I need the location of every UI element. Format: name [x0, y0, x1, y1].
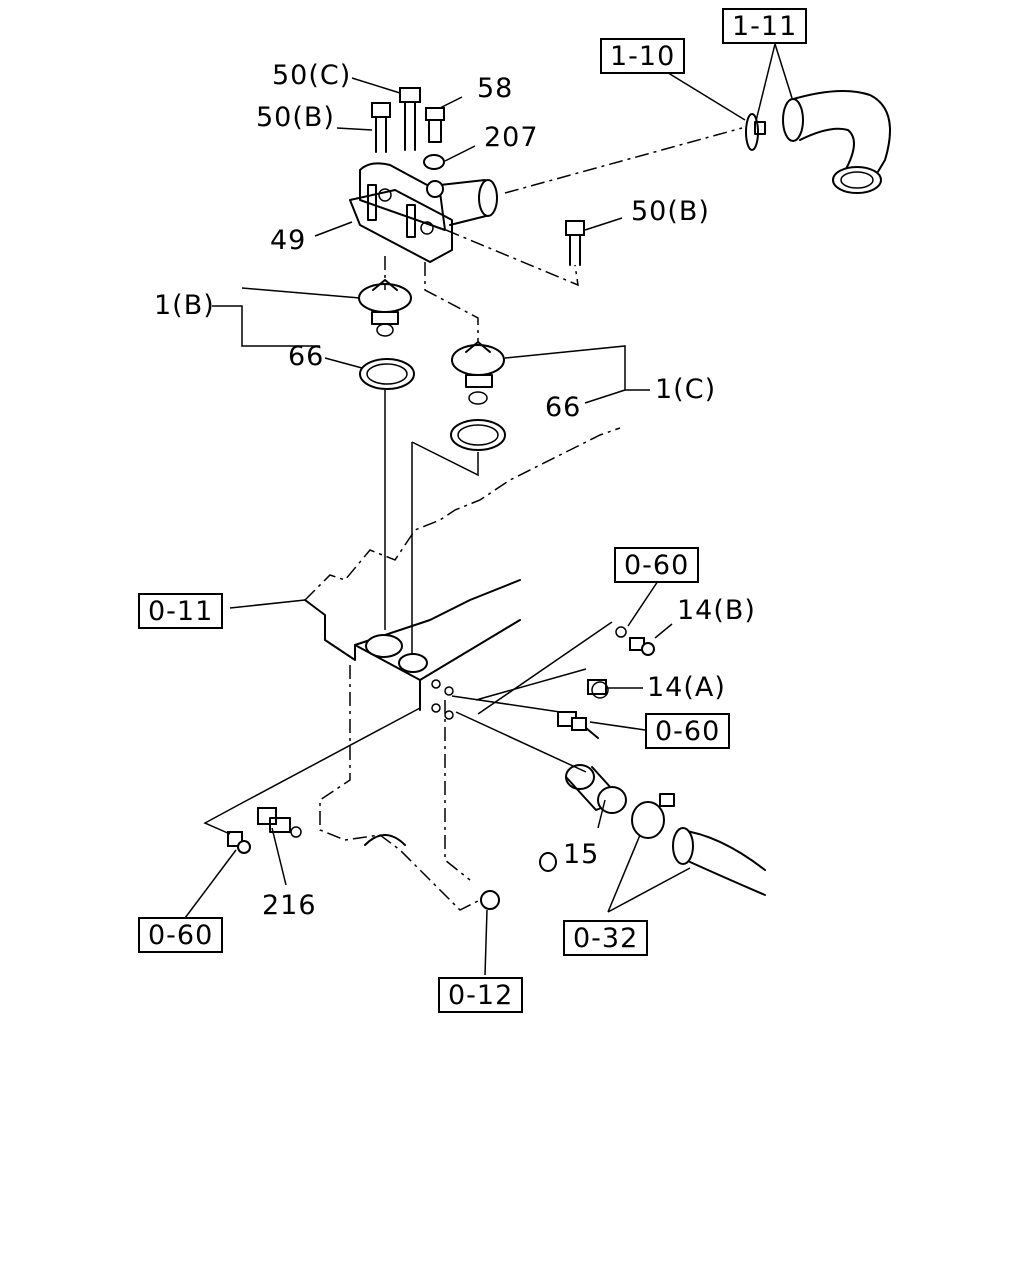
label-15: 15: [563, 839, 600, 870]
plug-14b: [615, 626, 655, 656]
ref-box-1-10: 1-10: [600, 38, 686, 74]
thermostat-1c: [451, 341, 505, 405]
gasket-66-left: [359, 358, 415, 390]
pipe-15: [565, 764, 627, 814]
label-50b-right: 50(B): [631, 196, 710, 227]
label-66-left: 66: [288, 341, 325, 372]
thermostat-1b: [358, 279, 412, 337]
label-1c: 1(C): [655, 374, 717, 405]
engine-block: [304, 427, 621, 911]
label-50c: 50(C): [272, 60, 352, 91]
bolt-0-60-left: [227, 831, 251, 854]
ref-box-0-11: 0-11: [138, 593, 224, 629]
label-216: 216: [262, 890, 317, 921]
label-207: 207: [484, 122, 539, 153]
ref-box-0-32: 0-32: [563, 920, 649, 956]
radiator-hose: [782, 90, 891, 194]
label-1b: 1(B): [154, 290, 215, 321]
hose-0-32: [631, 793, 766, 896]
ref-box-0-12: 0-12: [438, 977, 524, 1013]
label-66-right: 66: [545, 392, 582, 423]
hose-clamp: [745, 113, 766, 151]
ref-box-0-60-mid: 0-60: [645, 713, 731, 749]
sensor-0-60: [557, 711, 599, 739]
leader-lines: [184, 43, 793, 976]
label-14a: 14(A): [647, 672, 726, 703]
label-58: 58: [477, 73, 514, 104]
sensor-216: [257, 807, 302, 838]
label-50b-top: 50(B): [256, 102, 335, 133]
plug-14a: [587, 679, 609, 699]
ref-box-1-11: 1-11: [722, 8, 808, 44]
label-49: 49: [270, 225, 307, 256]
thermostat-housing: [349, 162, 498, 263]
bolt-right: [565, 220, 585, 266]
bolts-top: [371, 87, 445, 198]
gasket-66-right: [450, 419, 506, 451]
ref-box-0-60-left: 0-60: [138, 917, 224, 953]
ref-box-0-60-top: 0-60: [614, 547, 700, 583]
label-14b: 14(B): [677, 595, 756, 626]
